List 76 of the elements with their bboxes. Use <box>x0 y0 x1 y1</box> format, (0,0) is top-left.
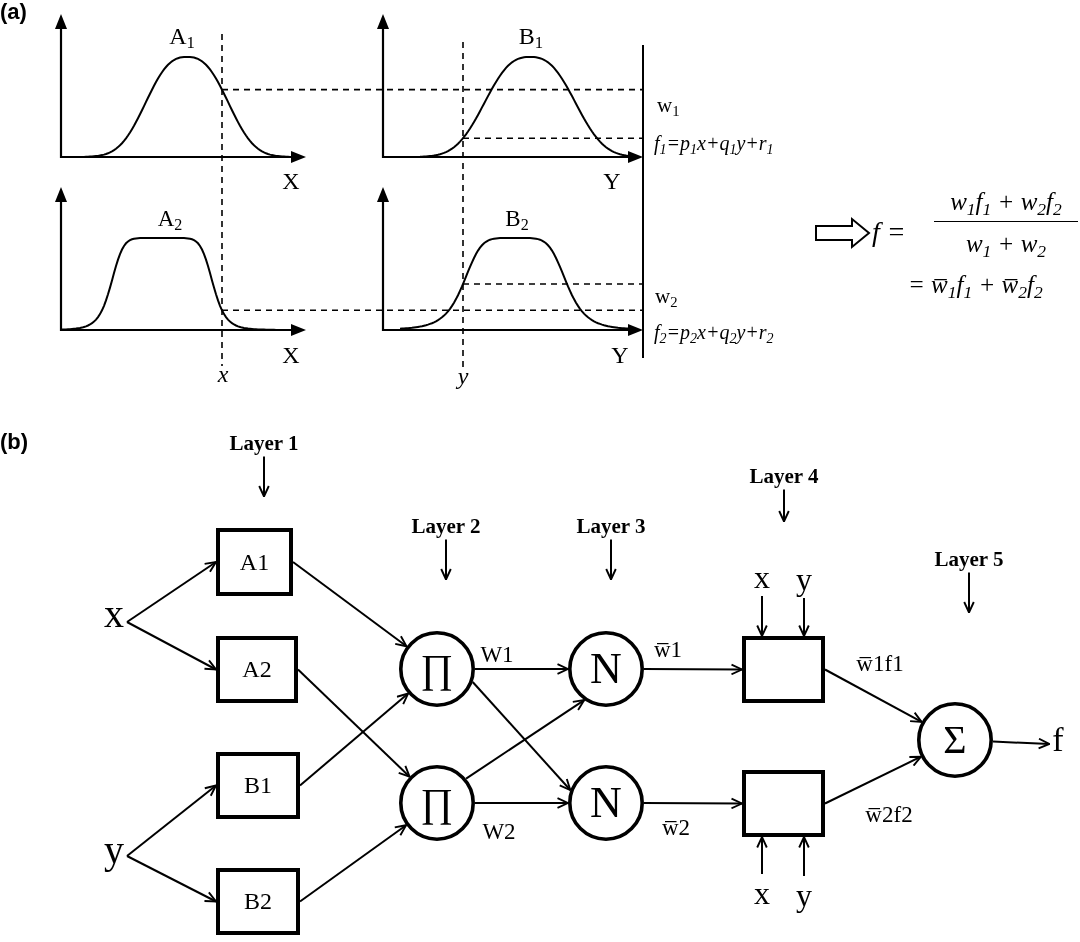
formula-result: = w̅$_{1}$f$_{1}$ + w̅$_{2}$f$_{2}$ <box>908 271 1043 299</box>
formula-lhs: f = <box>872 216 906 248</box>
arrow <box>465 699 586 780</box>
implies-arrow <box>815 216 871 250</box>
input-variable: x <box>104 594 124 634</box>
arrow <box>824 755 922 805</box>
edge-label: W1 <box>480 642 514 668</box>
edge-label: w̅2f2 <box>865 802 913 828</box>
panel-label: (b) <box>0 430 29 455</box>
layer-label: Layer 2 <box>411 515 481 537</box>
arrow <box>474 797 569 809</box>
arrow <box>474 663 569 675</box>
layer-label: Layer 1 <box>229 432 299 454</box>
input-value-label: x <box>217 360 229 388</box>
edge-label: w̅1f1 <box>856 651 904 677</box>
arrow <box>798 597 810 637</box>
normalization-node: N <box>568 765 644 841</box>
edge-label: w̅2 <box>661 815 691 841</box>
membership-function-box: A1 <box>216 528 293 596</box>
arrow <box>297 668 411 778</box>
membership-function-box: A2 <box>216 636 298 703</box>
layer-label: Layer 5 <box>934 548 1004 570</box>
product-node: ∏ <box>399 765 475 841</box>
axis-label: X <box>282 167 300 195</box>
arrow <box>643 797 743 810</box>
pointer-arrow <box>778 488 790 523</box>
membership-function-box: B1 <box>216 752 300 819</box>
arrow <box>299 692 410 787</box>
arrow <box>299 824 408 903</box>
arrow <box>756 836 768 875</box>
rule-output-box <box>742 770 825 837</box>
output-variable: f <box>1052 723 1064 757</box>
normalization-node: N <box>568 631 644 707</box>
pointer-arrow <box>963 571 975 614</box>
curve-label: A$_{1}$ <box>169 22 195 50</box>
input-variable: x <box>754 877 770 909</box>
fraction-numerator: w$_{1}$f$_{1}$ + w$_{2}$f$_{2}$ <box>950 188 1062 216</box>
pointer-arrow <box>440 538 452 581</box>
input-variable: x <box>754 561 770 593</box>
arrow <box>471 681 572 791</box>
membership-degree-label: w$_{2}$ <box>655 285 678 309</box>
curve-label: B$_{2}$ <box>505 206 529 232</box>
edge-label: w̅1 <box>653 637 683 663</box>
curve-label: A$_{2}$ <box>157 206 183 232</box>
arrow <box>126 855 217 903</box>
rule-output-box <box>742 636 825 703</box>
summation-node: Σ <box>917 702 993 778</box>
arrow <box>824 668 923 723</box>
product-node: ∏ <box>399 631 475 707</box>
input-variable: y <box>796 563 812 595</box>
layer-label: Layer 4 <box>749 465 819 487</box>
arrow <box>126 561 217 623</box>
membership-degree-label: w$_{1}$ <box>657 94 680 118</box>
layer-label: Layer 3 <box>576 515 646 537</box>
arrow <box>643 663 743 676</box>
membership-function-box: B2 <box>216 868 300 935</box>
edge-label: W2 <box>482 819 516 845</box>
arrow <box>798 836 810 877</box>
arrow <box>756 595 768 637</box>
axis-label: Y <box>603 167 621 195</box>
rule-equation: f$_{2}$=p$_{2}$x+q$_{2}$y+r$_{2}$ <box>654 321 774 343</box>
input-variable: y <box>104 830 124 870</box>
panel-label: (a) <box>0 0 27 25</box>
rule-equation: f$_{1}$=p$_{1}$x+q$_{1}$y+r$_{1}$ <box>654 132 774 154</box>
input-variable: y <box>796 879 812 911</box>
arrow <box>992 737 1051 750</box>
axis-label: X <box>282 341 300 369</box>
pointer-arrow <box>258 455 270 498</box>
arrow <box>292 561 408 648</box>
arrow <box>126 621 217 671</box>
curve-label: B$_{1}$ <box>518 22 544 50</box>
fraction-denominator: w$_{1}$ + w$_{2}$ <box>965 230 1047 258</box>
input-value-label: y <box>457 362 469 390</box>
arrow <box>126 784 217 857</box>
pointer-arrow <box>605 538 617 581</box>
axis-label: Y <box>611 341 629 369</box>
